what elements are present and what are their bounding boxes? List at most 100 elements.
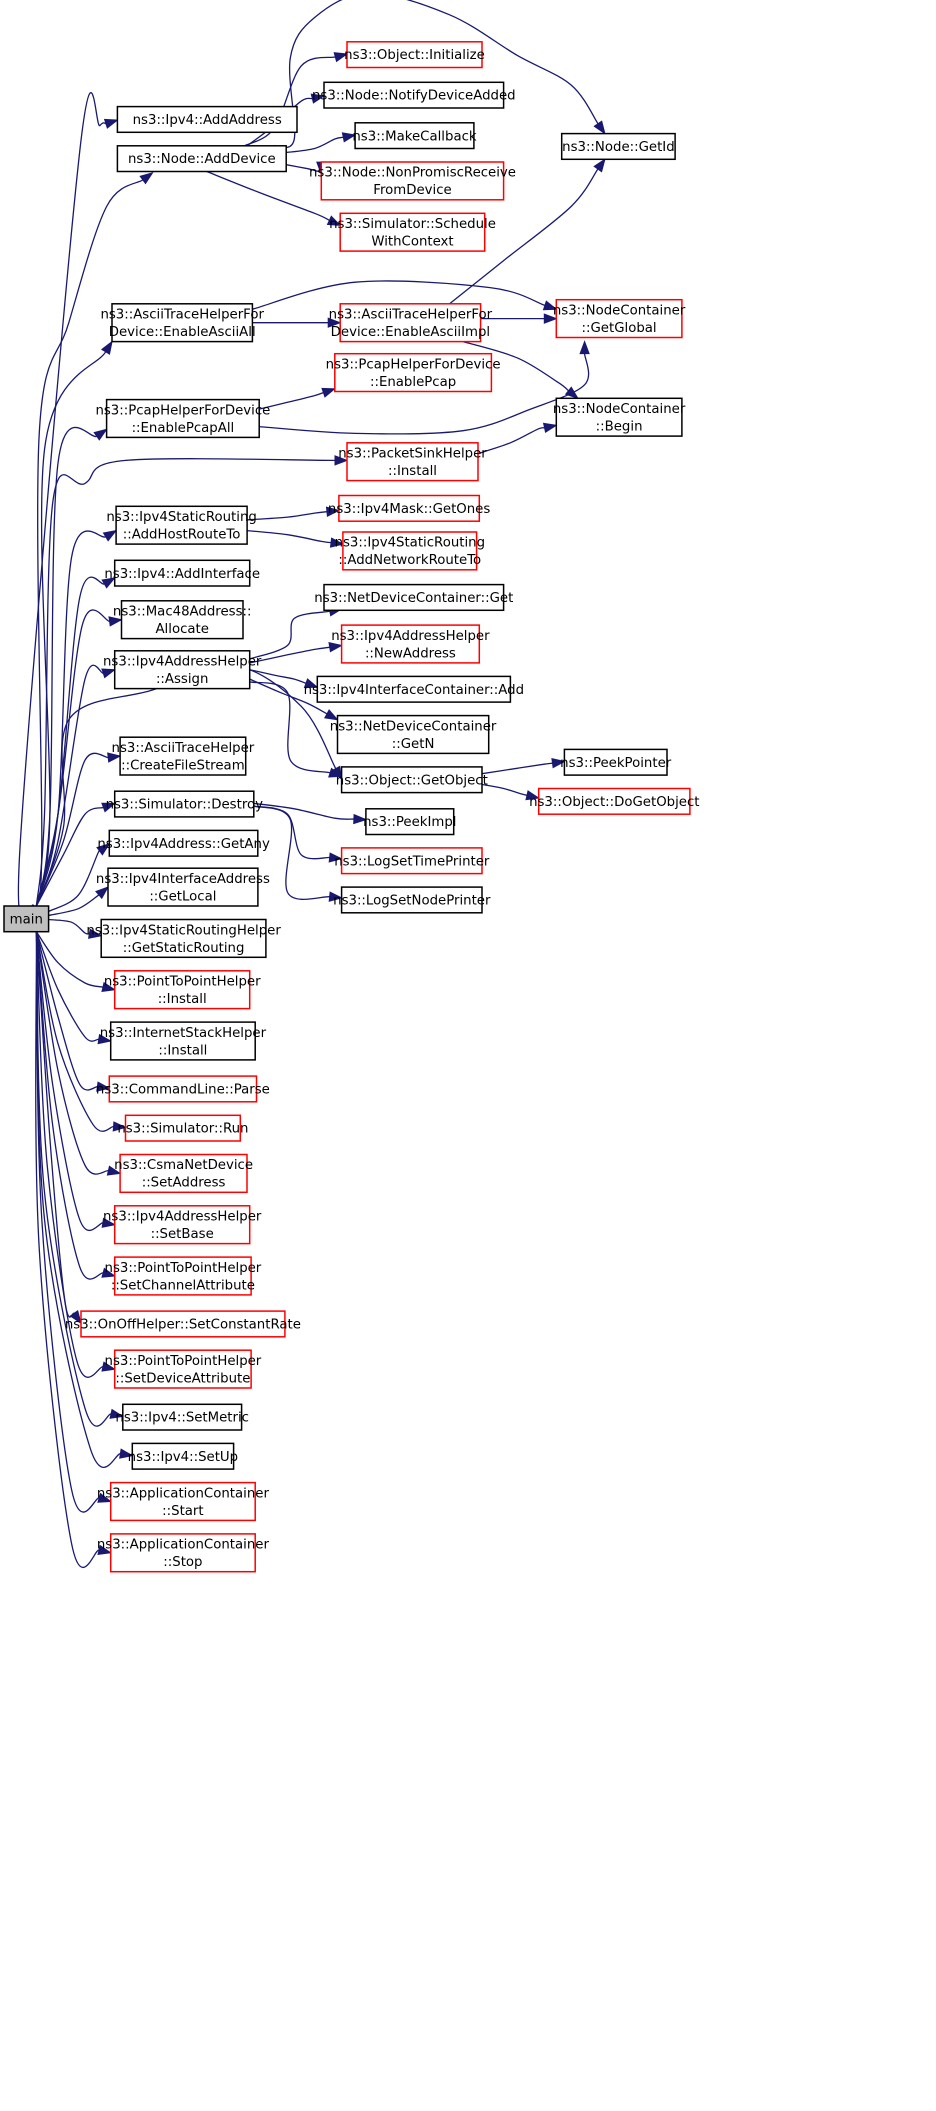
node-label: ::CreateFileStream: [121, 759, 245, 774]
node-label: ns3::NetDeviceContainer::Get: [314, 591, 513, 606]
node-label: ns3::PcapHelperForDevice: [326, 358, 501, 373]
edge-line: [35, 931, 99, 1042]
edge-line: [35, 931, 98, 1091]
node-p2p_setdeviceattribute[interactable]: ns3::PointToPointHelper::SetDeviceAttrib…: [105, 1349, 262, 1389]
node-peekimpl[interactable]: ns3::PeekImpl: [363, 808, 456, 836]
arrowhead-icon: [551, 757, 566, 769]
node-ipv4_addinterface[interactable]: ns3::Ipv4::AddInterface: [104, 559, 260, 587]
node-pcap_enablepcapall[interactable]: ns3::PcapHelperForDevice::EnablePcapAll: [95, 398, 270, 439]
node-nc_getglobal[interactable]: ns3::NodeContainer::GetGlobal: [553, 298, 686, 339]
node-cmdline_parse[interactable]: ns3::CommandLine::Parse: [96, 1075, 270, 1103]
node-logsettimeprinter[interactable]: ns3::LogSetTimePrinter: [334, 847, 490, 875]
node-ipv4_setup[interactable]: ns3::Ipv4::SetUp: [128, 1442, 238, 1470]
arrowhead-icon: [109, 1408, 125, 1419]
node-ipv4address_getany[interactable]: ns3::Ipv4Address::GetAny: [97, 829, 270, 857]
node-label: ns3::Node::NotifyDeviceAdded: [312, 89, 516, 104]
node-object_initialize[interactable]: ns3::Object::Initialize: [344, 41, 485, 69]
node-node_adddevice[interactable]: ns3::Node::AddDevice: [116, 145, 287, 173]
node-peekpointer[interactable]: ns3::PeekPointer: [560, 748, 672, 776]
node-label: ::Begin: [596, 420, 643, 435]
node-label: ns3::Ipv4::AddAddress: [133, 113, 282, 128]
node-object_dogetobject[interactable]: ns3::Object::DoGetObject: [529, 787, 700, 815]
edge-ascii_enableasciiimpl-to-node_getid: [449, 158, 606, 305]
arrowhead-icon: [69, 1309, 82, 1325]
node-main[interactable]: main: [3, 905, 50, 933]
node-p2p_install[interactable]: ns3::PointToPointHelper::Install: [104, 970, 261, 1010]
edge-object_getobject-to-peekpointer: [481, 757, 566, 775]
edge-line: [17, 92, 107, 919]
arrowhead-icon: [101, 1217, 117, 1228]
edge-line: [35, 931, 104, 988]
arrowhead-icon: [328, 891, 344, 902]
node-ascii_createfilestream[interactable]: ns3::AsciiTraceHelper::CreateFileStream: [112, 736, 255, 776]
edge-object_getobject-to-object_dogetobject: [481, 783, 541, 801]
node-mac48_allocate[interactable]: ns3::Mac48Address::Allocate: [113, 600, 252, 640]
edge-main-to-appc_stop: [35, 931, 113, 1569]
node-ipv4_addaddress[interactable]: ns3::Ipv4::AddAddress: [116, 105, 298, 134]
node-label: ns3::Simulator::Destroy: [106, 798, 264, 813]
node-p2p_setchannelattribute[interactable]: ns3::PointToPointHelper::SetChannelAttri…: [105, 1256, 262, 1296]
node-ipv4ah_assign[interactable]: ns3::Ipv4AddressHelper::Assign: [103, 650, 262, 690]
node-ipv4ia_getlocal[interactable]: ns3::Ipv4InterfaceAddress::GetLocal: [96, 867, 270, 907]
node-ipv4_setmetric[interactable]: ns3::Ipv4::SetMetric: [115, 1403, 249, 1431]
edge-line: [249, 610, 330, 660]
arrowhead-icon: [593, 120, 606, 135]
nodes-layer: main ns3::Ipv4::AddAddressns3::Node::AddD…: [3, 41, 700, 1573]
node-sim_run[interactable]: ns3::Simulator::Run: [117, 1114, 248, 1142]
node-box: [339, 303, 482, 343]
arrowhead-icon: [543, 313, 558, 324]
edge-line: [449, 168, 599, 305]
node-box: [338, 494, 481, 522]
node-sim_destroy[interactable]: ns3::Simulator::Destroy: [106, 790, 264, 818]
node-ascii_enableasciiimpl[interactable]: ns3::AsciiTraceHelperForDevice::EnableAs…: [329, 303, 493, 343]
arrowhead-icon: [97, 1492, 113, 1503]
node-box: [354, 122, 475, 150]
edge-line: [48, 893, 101, 917]
node-makecallback[interactable]: ns3::MakeCallback: [352, 122, 477, 150]
edge-line: [35, 931, 100, 1513]
node-ndc_getn[interactable]: ns3::NetDeviceContainer::GetN: [330, 714, 497, 755]
node-label: ns3::Ipv4StaticRouting: [106, 510, 256, 525]
node-label: ::SetChannelAttribute: [111, 1278, 255, 1293]
node-ipv4srh_getstaticrouting[interactable]: ns3::Ipv4StaticRoutingHelper::GetStaticR…: [86, 918, 281, 959]
node-ipv4ic_add[interactable]: ns3::Ipv4InterfaceContainer::Add: [304, 675, 524, 703]
arrowhead-icon: [334, 455, 349, 466]
node-box: [339, 212, 486, 252]
node-ndc_get[interactable]: ns3::NetDeviceContainer::Get: [314, 583, 513, 612]
node-box: [560, 132, 676, 161]
node-csma_setaddress[interactable]: ns3::CsmaNetDevice::SetAddress: [114, 1153, 253, 1194]
edge-main-to-csma_setaddress: [35, 931, 122, 1176]
node-appc_start[interactable]: ns3::ApplicationContainer::Start: [97, 1481, 270, 1522]
edge-main-to-pcap_enablepcapall: [35, 426, 108, 907]
arrowhead-icon: [97, 1033, 113, 1045]
node-ipv4ah_setbase[interactable]: ns3::Ipv4AddressHelper::SetBase: [103, 1205, 262, 1245]
node-box: [537, 787, 691, 815]
node-ascii_enableasciiall[interactable]: ns3::AsciiTraceHelperForDevice::EnableAs…: [100, 303, 264, 343]
arrowhead-icon: [325, 506, 341, 517]
node-ipv4ah_newaddress[interactable]: ns3::Ipv4AddressHelper::NewAddress: [331, 624, 490, 664]
node-node_notifydeviceadded[interactable]: ns3::Node::NotifyDeviceAdded: [312, 81, 516, 109]
node-pcap_enablepcap[interactable]: ns3::PcapHelperForDevice::EnablePcap: [326, 352, 501, 393]
arrowhead-icon: [96, 1081, 111, 1092]
node-label: ::GetN: [392, 737, 435, 752]
node-ipv4sr_addhostrouteto[interactable]: ns3::Ipv4StaticRouting::AddHostRouteTo: [106, 505, 257, 545]
node-box: [346, 442, 479, 482]
node-ipv4sr_addnetworkrouteto[interactable]: ns3::Ipv4StaticRouting::AddNetworkRouteT…: [335, 531, 485, 571]
edge-main-to-ascii_createfilestream: [35, 752, 122, 907]
node-logsetnodeprinter[interactable]: ns3::LogSetNodePrinter: [333, 886, 491, 914]
node-appc_stop[interactable]: ns3::ApplicationContainer::Stop: [97, 1533, 270, 1573]
node-ish_install[interactable]: ns3::InternetStackHelper::Install: [100, 1021, 267, 1061]
node-ipv4mask_getones[interactable]: ns3::Ipv4Mask::GetOnes: [328, 494, 490, 522]
node-box: [3, 905, 50, 933]
node-node_getid[interactable]: ns3::Node::GetId: [560, 132, 676, 161]
node-nc_begin[interactable]: ns3::NodeContainer::Begin: [553, 397, 686, 437]
edge-main-to-p2p_setchannelattribute: [35, 931, 117, 1280]
node-onoff_setconstantrate[interactable]: ns3::OnOffHelper::SetConstantRate: [65, 1310, 301, 1338]
node-packetsink_install[interactable]: ns3::PacketSinkHelper::Install: [338, 442, 487, 482]
node-box: [120, 600, 244, 640]
node-object_getobject[interactable]: ns3::Object::GetObject: [336, 766, 488, 794]
arrowhead-icon: [101, 1267, 117, 1278]
node-box: [334, 352, 493, 393]
